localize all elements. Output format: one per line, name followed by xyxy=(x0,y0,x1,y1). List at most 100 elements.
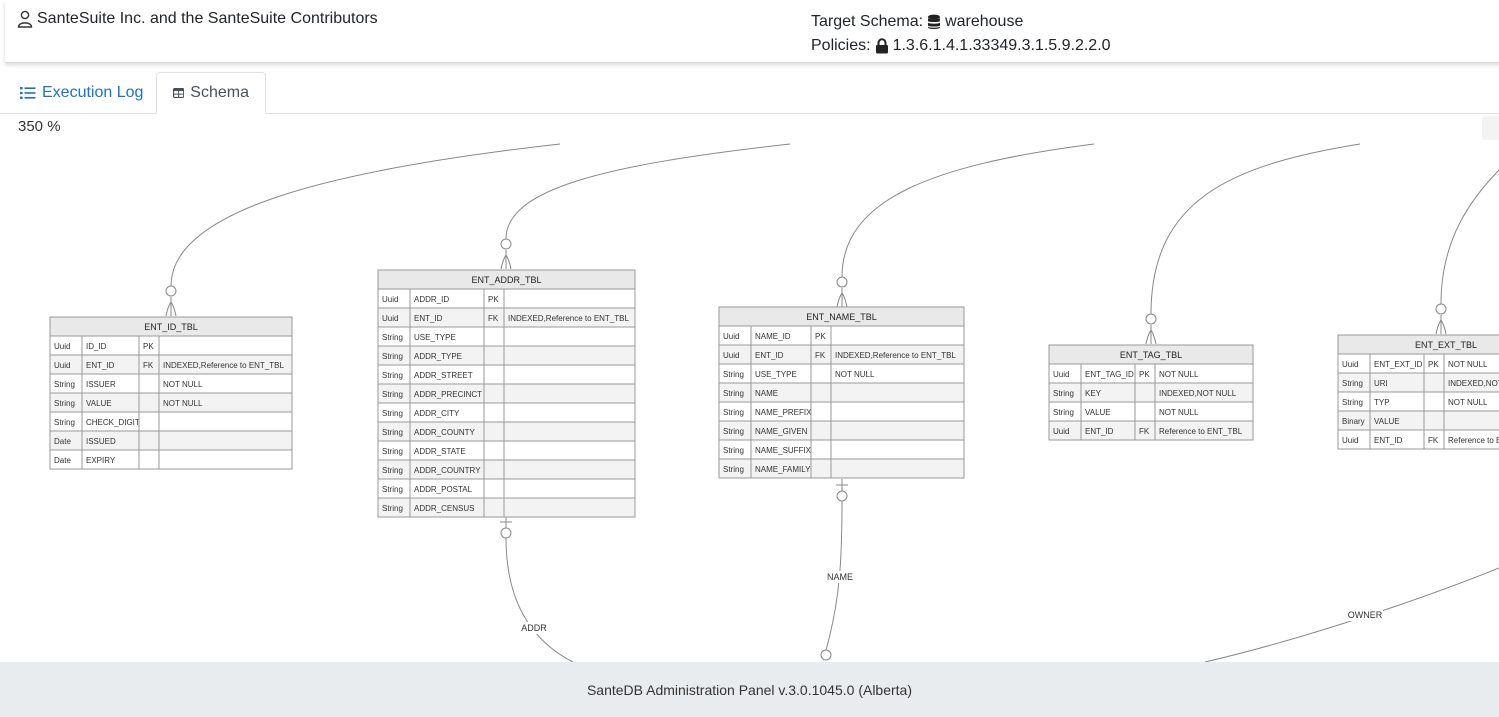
table-cell: ADDR_STREET xyxy=(414,371,473,380)
table-cell: FK xyxy=(143,361,154,370)
table-cell: String xyxy=(1053,408,1074,417)
table-title: ENT_ID_TBL xyxy=(144,322,198,332)
table-cell-box xyxy=(830,382,965,403)
table-row: String NAME_PREFIX xyxy=(718,401,965,422)
table-cell-box xyxy=(1134,401,1156,422)
table-cell-box xyxy=(138,449,160,470)
tab-execution-log[interactable]: Execution Log xyxy=(4,72,159,113)
tab-schema[interactable]: Schema xyxy=(156,72,266,114)
table-cell: Date xyxy=(54,437,71,446)
table-cell-box xyxy=(158,449,293,470)
table-cell-box xyxy=(503,345,636,366)
table-cell-box xyxy=(1423,410,1445,431)
edge-label-bg xyxy=(825,571,855,583)
table-title: ENT_EXT_TBL xyxy=(1415,340,1477,350)
table-cell: ADDR_COUNTY xyxy=(414,428,476,437)
table-cell: NOT NULL xyxy=(835,370,875,379)
table-cell-box xyxy=(1443,429,1499,450)
table-cell-box xyxy=(830,420,965,441)
table-cell-box xyxy=(1154,420,1254,441)
table-cell: String xyxy=(723,408,744,417)
table-cell: NOT NULL xyxy=(163,399,203,408)
table-cell: INDEXED,Reference to ENT_TBL xyxy=(508,314,629,323)
tab-execution-log-label: Execution Log xyxy=(42,83,144,101)
table-cell: ENT_ID xyxy=(86,361,115,370)
table-cell: String xyxy=(723,389,744,398)
table-cell: ADDR_CITY xyxy=(414,409,460,418)
table-cell-box xyxy=(810,458,832,479)
table-cell: NAME_ID xyxy=(755,332,791,341)
author-text: SanteSuite Inc. and the SanteSuite Contr… xyxy=(37,10,378,27)
table-cell: PK xyxy=(815,332,826,341)
diagram-control-button[interactable] xyxy=(1482,116,1499,140)
table-cell: ADDR_ID xyxy=(414,295,449,304)
table-cell: FK xyxy=(1139,427,1150,436)
table-cell-box xyxy=(810,363,832,384)
table-cell-box xyxy=(810,420,832,441)
table-cell: String xyxy=(723,370,744,379)
table-cell: String xyxy=(382,333,403,342)
user-icon xyxy=(17,10,33,28)
table-cell: ADDR_POSTAL xyxy=(414,485,473,494)
table-title: ENT_ADDR_TBL xyxy=(471,275,541,285)
table-row: Uuid NAME_ID PK xyxy=(718,325,965,346)
table-cell: Uuid xyxy=(723,332,739,341)
table-cell: String xyxy=(382,390,403,399)
edge-label-name: NAME xyxy=(827,572,853,582)
table-cell-box xyxy=(138,411,160,432)
table-cell-box xyxy=(483,402,505,423)
table-cell-box xyxy=(483,478,505,499)
table-cell-box xyxy=(158,335,293,356)
table-cell: ISSUER xyxy=(86,380,116,389)
table-cell: INDEXED,Reference to ENT_TBL xyxy=(835,351,956,360)
table-cell-box xyxy=(483,383,505,404)
table-cell: NOT NULL xyxy=(1448,398,1488,407)
table-cell: Uuid xyxy=(382,295,398,304)
table-cell-box xyxy=(503,459,636,480)
table-cell: String xyxy=(723,446,744,455)
table-cell: String xyxy=(1342,379,1363,388)
table-cell: ID_ID xyxy=(86,342,107,351)
table-cell: Uuid xyxy=(1053,370,1069,379)
table-cell: Reference to ENT_TBL xyxy=(1448,436,1499,445)
table-cell: PK xyxy=(1139,370,1150,379)
table-cell-box xyxy=(483,497,505,518)
table-cell: ADDR_PRECINCT xyxy=(414,390,482,399)
table-cell: NOT NULL xyxy=(1448,360,1488,369)
table-cell-box xyxy=(483,459,505,480)
table-cell: NAME_PREFIX xyxy=(755,408,812,417)
table-cell: ENT_EXT_ID xyxy=(1374,360,1423,369)
table-cell: NOT NULL xyxy=(163,380,203,389)
table-cell: ADDR_COUNTRY xyxy=(414,466,481,475)
table-cell: PK xyxy=(143,342,154,351)
table-cell: NAME_GIVEN xyxy=(755,427,808,436)
table-cell: VALUE xyxy=(1374,417,1400,426)
table-cell: TYP xyxy=(1374,398,1390,407)
table-cell-box xyxy=(810,382,832,403)
target-schema-value: warehouse xyxy=(945,13,1024,30)
footer: SanteDB Administration Panel v.3.0.1045.… xyxy=(0,662,1499,717)
table-cell: Uuid xyxy=(54,342,70,351)
